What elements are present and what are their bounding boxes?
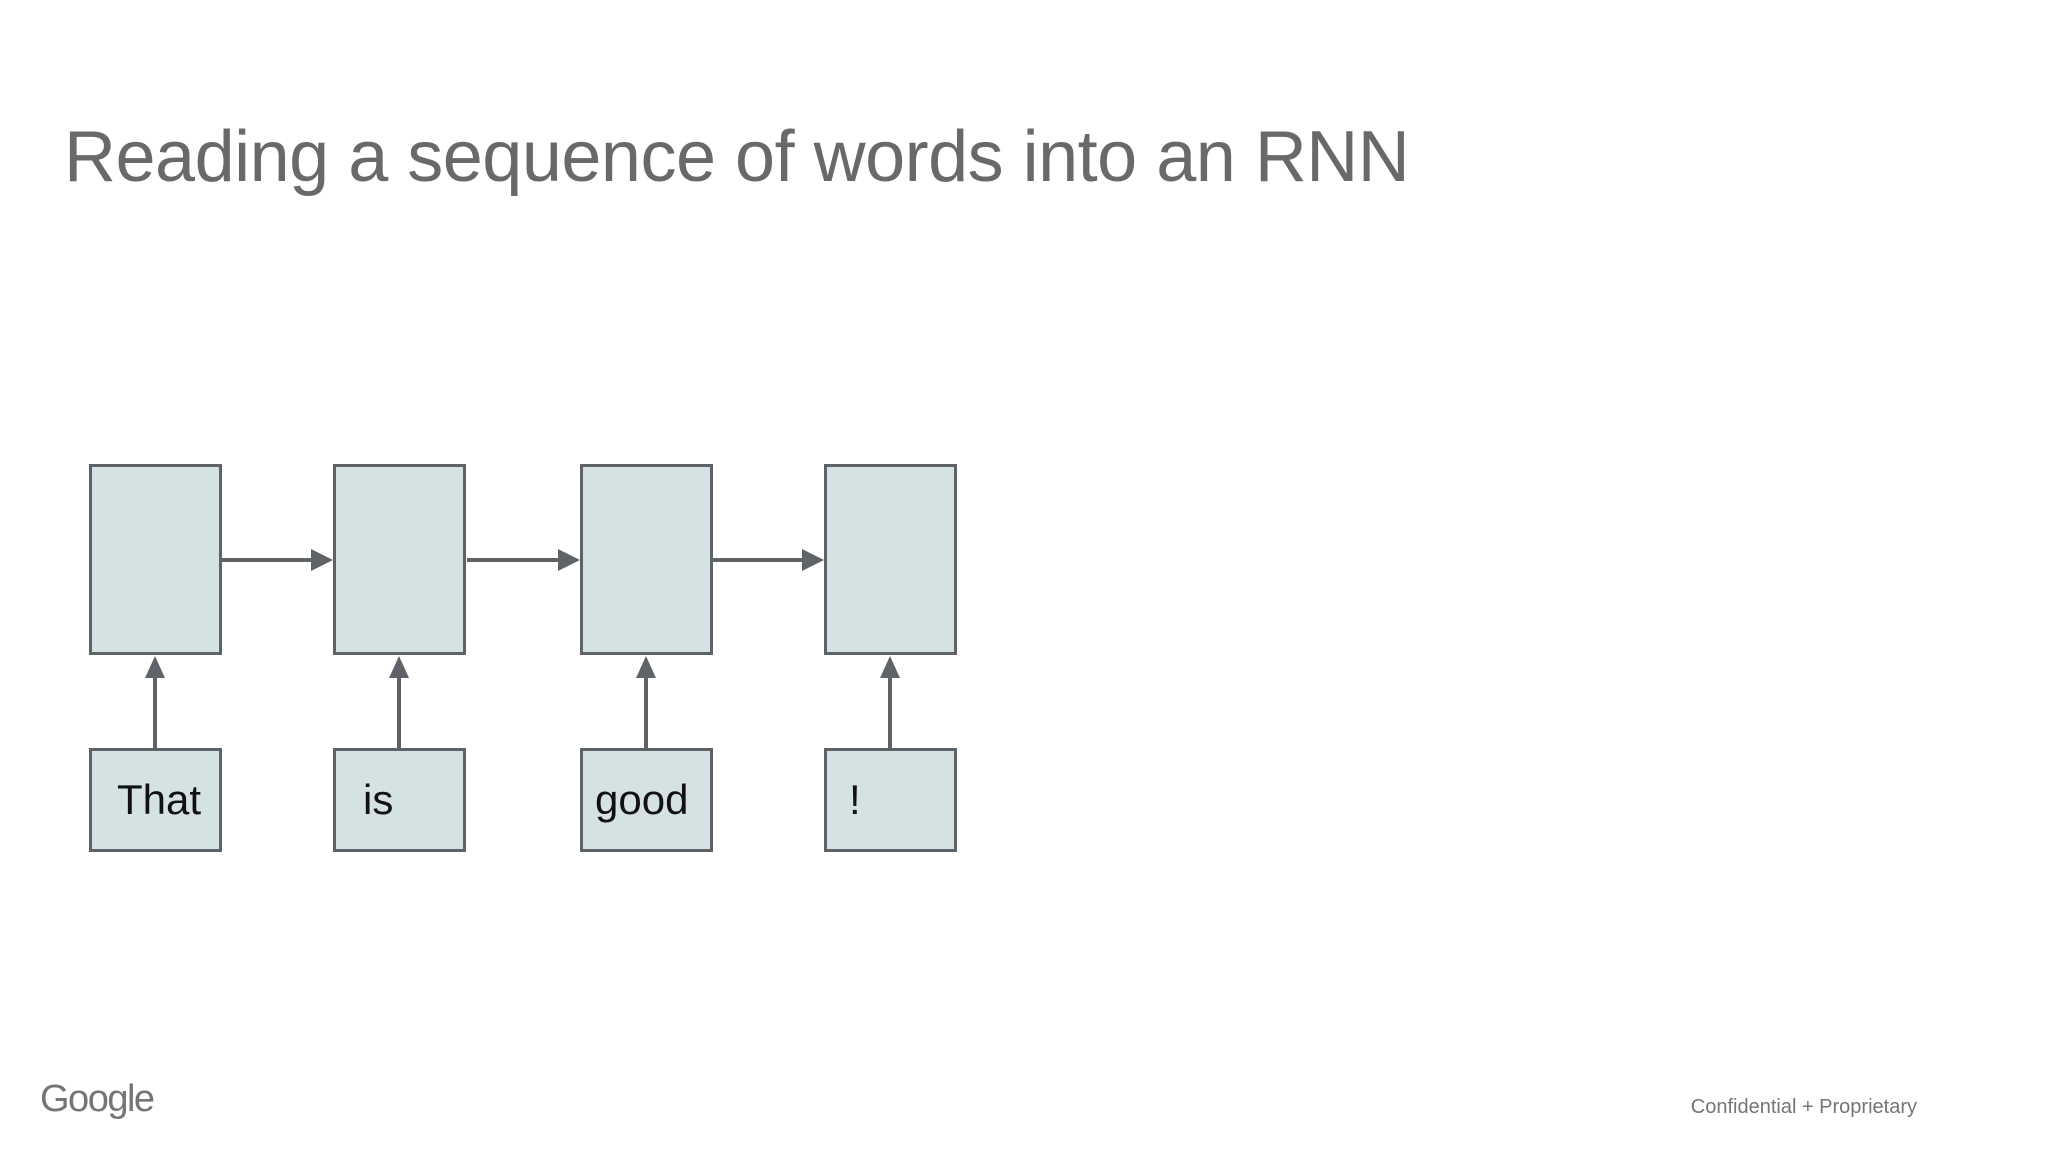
arrow-cell2-to-cell3-line [467, 558, 558, 562]
arrow-cell3-to-cell4-head-icon [802, 549, 824, 571]
arrow-word3-to-cell3-head-icon [636, 656, 656, 678]
rnn-cell-2 [333, 464, 466, 655]
arrow-word2-to-cell2-line [397, 678, 401, 748]
page-title: Reading a sequence of words into an RNN [64, 117, 1410, 197]
confidential-label: Confidential + Proprietary [1690, 1096, 1917, 1118]
input-word-label: good [595, 776, 689, 823]
input-word-box: good [580, 748, 713, 852]
rnn-cell-3 [580, 464, 713, 655]
arrow-word2-to-cell2-head-icon [389, 656, 409, 678]
rnn-cell-4 [824, 464, 957, 655]
arrow-word3-to-cell3-line [644, 678, 648, 748]
rnn-cell-1 [89, 464, 222, 655]
arrow-word4-to-cell4-head-icon [880, 656, 900, 678]
input-word-label: is [363, 776, 394, 823]
arrow-word1-to-cell1-head-icon [145, 656, 165, 678]
input-word-box: ! [824, 748, 957, 852]
arrow-cell1-to-cell2-head-icon [311, 549, 333, 571]
arrow-word4-to-cell4-line [888, 678, 892, 748]
arrow-cell2-to-cell3-head-icon [558, 549, 580, 571]
arrow-cell3-to-cell4-line [713, 558, 802, 562]
input-word-box: That [89, 748, 222, 852]
input-word-label: That [117, 776, 202, 823]
google-logo: Google [40, 1078, 155, 1120]
arrow-cell1-to-cell2-line [222, 558, 311, 562]
input-word-box: is [333, 748, 466, 852]
input-word-label: ! [849, 776, 861, 823]
arrow-word1-to-cell1-line [153, 678, 157, 748]
